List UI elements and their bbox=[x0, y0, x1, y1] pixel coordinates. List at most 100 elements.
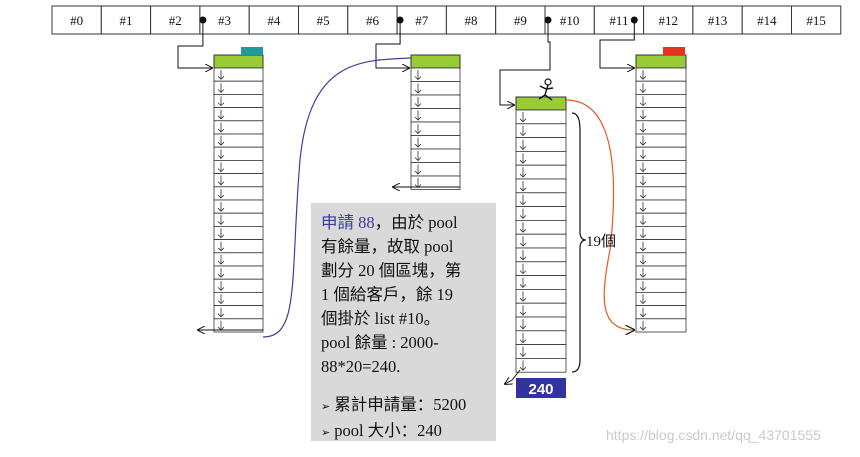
next-link-arrowhead bbox=[639, 155, 647, 159]
freelist-cell-label: #10 bbox=[560, 13, 580, 28]
freelist-cell-label: #2 bbox=[169, 13, 182, 28]
freelist-cell bbox=[248, 5, 299, 35]
red-marker bbox=[663, 47, 685, 55]
next-link-arrowhead bbox=[519, 132, 527, 137]
next-link-arrowhead bbox=[639, 260, 647, 265]
next-link-arrowhead bbox=[217, 221, 225, 225]
bullet-arrow-icon: ➢ bbox=[321, 427, 331, 439]
total-requested: 累計申請量：5200 bbox=[334, 395, 467, 414]
note-request-size: 申請 88 bbox=[321, 213, 375, 232]
next-link-arrowhead bbox=[217, 207, 225, 212]
freelist-cell-label: #11 bbox=[609, 13, 628, 28]
next-link-arrowhead bbox=[414, 157, 422, 162]
next-link-arrowhead bbox=[217, 168, 225, 173]
freelist-cell bbox=[150, 5, 201, 35]
freelist-cell bbox=[791, 5, 842, 35]
freelist-cell bbox=[445, 5, 497, 35]
freelist-cell-label: #0 bbox=[70, 13, 83, 28]
next-link-arrowhead bbox=[639, 181, 647, 186]
next-link-arrowhead bbox=[639, 168, 647, 173]
chain-head-block bbox=[213, 54, 264, 69]
next-link-arrowhead bbox=[639, 273, 647, 278]
block-count-label: 19個 bbox=[586, 233, 616, 250]
link-cell11-to-chain bbox=[599, 20, 634, 68]
count-brace bbox=[571, 112, 587, 373]
note-line-6: pool 餘量 : 2000- bbox=[321, 333, 439, 352]
chain-head-block bbox=[635, 54, 687, 69]
note-line-1-rest: ，由於 pool bbox=[374, 213, 458, 232]
chain-list-10 bbox=[515, 96, 567, 373]
next-link-arrowhead bbox=[217, 234, 225, 239]
pool-remaining-value: 240 bbox=[528, 381, 553, 398]
next-link-arrowhead bbox=[414, 143, 422, 148]
chain10-tail-arrow bbox=[505, 369, 521, 384]
link-cell7-to-chain bbox=[375, 20, 409, 68]
next-link-arrowhead bbox=[217, 287, 225, 291]
link-cell10-to-chain bbox=[499, 20, 551, 105]
next-link-arrowhead bbox=[639, 115, 647, 120]
next-link-arrowhead bbox=[217, 260, 225, 265]
next-link-arrowhead bbox=[217, 102, 225, 107]
next-link-arrowhead bbox=[217, 89, 225, 93]
memory-block bbox=[515, 357, 567, 373]
freelist-cell-label: #15 bbox=[806, 13, 826, 28]
next-link-arrowhead bbox=[217, 141, 225, 146]
chain-list-7 bbox=[410, 54, 461, 190]
next-link-arrowhead bbox=[639, 207, 647, 212]
freelist-cell bbox=[643, 5, 694, 35]
next-link-arrowhead bbox=[519, 366, 527, 371]
next-link-arrowhead bbox=[639, 194, 647, 199]
next-link-arrowhead bbox=[639, 300, 647, 305]
next-link-arrowhead bbox=[519, 339, 527, 344]
next-link-arrowhead bbox=[639, 221, 647, 225]
figure-body bbox=[538, 84, 554, 101]
next-link-arrowhead bbox=[519, 297, 527, 302]
freelist-cell-label: #12 bbox=[659, 13, 679, 28]
freelist-cell-label: #14 bbox=[757, 13, 777, 28]
memory-block bbox=[635, 318, 687, 333]
memory-block bbox=[213, 318, 264, 333]
note-bullet-2: ➢pool 大小：240 bbox=[321, 419, 486, 445]
next-link-arrowhead bbox=[414, 103, 422, 108]
figure-head bbox=[544, 78, 552, 86]
next-link-arrowhead bbox=[414, 116, 422, 121]
next-link-arrowhead bbox=[639, 102, 647, 107]
next-link-arrowhead bbox=[519, 242, 527, 247]
freelist-cell-label: #1 bbox=[119, 13, 132, 28]
next-link-arrowhead bbox=[639, 247, 647, 252]
allocation-note: 申請 88，由於 pool 有餘量，故取 pool 劃分 20 個區塊，第 1 … bbox=[311, 203, 496, 441]
next-link-arrowhead bbox=[519, 256, 527, 261]
memory-block-chains: 240 bbox=[213, 47, 687, 398]
next-link-arrowhead bbox=[519, 228, 527, 233]
next-link-arrowhead bbox=[414, 89, 422, 94]
chain-list-11 bbox=[635, 54, 687, 333]
next-link-arrowhead bbox=[519, 201, 527, 206]
freelist-cell-label: #6 bbox=[366, 13, 380, 28]
chain-head-block bbox=[515, 96, 567, 111]
climbing-figure-icon bbox=[538, 78, 554, 101]
next-link-arrowhead bbox=[217, 115, 225, 120]
orange-link-curve bbox=[565, 99, 634, 330]
next-link-arrowhead bbox=[639, 234, 647, 239]
next-link-arrowhead bbox=[217, 194, 225, 199]
next-link-arrowhead bbox=[414, 76, 422, 81]
freelist-cell bbox=[51, 5, 102, 35]
watermark: https://blog.csdn.net/qq_43701555 bbox=[606, 427, 821, 443]
next-link-arrowhead bbox=[217, 181, 225, 186]
next-link-arrowhead bbox=[519, 284, 527, 288]
purple-link-curve bbox=[262, 57, 412, 338]
free-list-array: #0#1#2#3#4#5#6#7#8#9#10#11#12#13#14#15 bbox=[51, 5, 842, 35]
next-link-arrowhead bbox=[519, 146, 527, 150]
freelist-cell-label: #9 bbox=[514, 13, 527, 28]
note-line-4: 1 個給客戶，餘 19 bbox=[321, 285, 453, 304]
next-link-arrowhead bbox=[519, 118, 527, 123]
next-link-arrowhead bbox=[217, 247, 225, 252]
next-link-arrowhead bbox=[217, 155, 225, 159]
next-link-arrowhead bbox=[217, 273, 225, 278]
freelist-cell-label: #13 bbox=[708, 13, 728, 28]
freelist-cell bbox=[692, 5, 743, 35]
pool-remaining-box bbox=[516, 378, 566, 398]
note-line-3: 劃分 20 個區塊，第 bbox=[321, 261, 462, 280]
next-link-arrowhead bbox=[217, 128, 225, 133]
